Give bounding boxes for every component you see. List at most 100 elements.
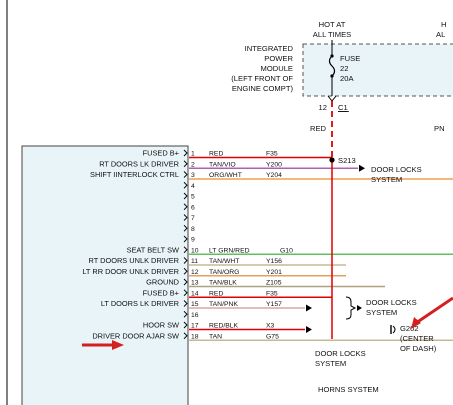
pin-7-number: 7 <box>191 215 195 222</box>
pin-11-chevron <box>183 257 188 264</box>
pin-12-circuit: Y201 <box>266 269 282 276</box>
pin-14-chevron <box>183 289 188 297</box>
pin-10-wire-color: LT GRN/RED <box>209 247 250 254</box>
module-label-line5: ENGINE COMPT) <box>232 84 294 93</box>
pin-1-label: FUSED B+ <box>143 149 179 158</box>
pin-1-number: 1 <box>191 151 195 158</box>
door-locks-2-line1: DOOR LOCKS <box>366 298 417 307</box>
horns-system-label: HORNS SYSTEM <box>318 385 379 394</box>
door-locks-2-arrow <box>357 305 362 311</box>
door-locks-system-2: DOOR LOCKS SYSTEM <box>366 298 417 317</box>
highlight-arrow-left-head <box>112 340 124 350</box>
door-locks-2-line2: SYSTEM <box>366 308 397 317</box>
pin-15-chevron <box>183 300 188 307</box>
pin-18-label: DRIVER DOOR AJAR SW <box>92 331 179 340</box>
splice-label: S213 <box>338 156 356 165</box>
pin-13-number: 13 <box>191 280 199 287</box>
integrated-power-module-box <box>302 43 453 97</box>
module-label-line2: POWER <box>264 54 293 63</box>
pin-15-wire-color: TAN/PNK <box>209 301 238 308</box>
pin-2-label: RT DOORS LK DRIVER <box>99 159 179 168</box>
pin-18-number: 18 <box>191 333 199 340</box>
hot-at-right-line1: H <box>441 20 446 29</box>
pin-7-chevron <box>183 214 188 221</box>
pin-3-number: 3 <box>191 172 195 179</box>
door-locks-2-brace <box>345 296 357 320</box>
feed-wire-color-label: RED <box>310 124 327 133</box>
pin-9-number: 9 <box>191 237 195 244</box>
ground-label-line1: G202 <box>400 324 419 333</box>
pin-3-chevron <box>183 171 188 178</box>
door-locks-3-line1: DOOR LOCKS <box>315 349 366 358</box>
pin-8-number: 8 <box>191 226 195 233</box>
pin-13-wire-color: TAN/BLK <box>209 280 237 287</box>
pin-8-chevron <box>183 224 188 232</box>
door-locks-system-1: DOOR LOCKS SYSTEM <box>371 165 422 184</box>
pin-6-number: 6 <box>191 204 195 211</box>
pin-6-chevron <box>183 203 188 211</box>
pin-2-circuit: Y200 <box>266 161 282 168</box>
pin-rows: 1 FUSED B+ RED F35 2 RT DOORS LK DRIVER TAN/VI… <box>82 149 453 342</box>
pin-17-arrow <box>306 326 312 333</box>
pin-11-number: 11 <box>191 258 198 265</box>
pin-4-number: 4 <box>191 183 195 190</box>
hot-at-right-line2: AL <box>436 30 445 39</box>
door-locks-3-line2: SYSTEM <box>315 359 346 368</box>
pin-5-chevron <box>183 192 188 200</box>
pin-15-number: 15 <box>191 301 199 308</box>
pin-1-wire-color: RED <box>209 151 223 158</box>
pin-1-circuit: F35 <box>266 151 278 158</box>
fuse-terminal-top <box>330 54 334 58</box>
pin-11-circuit: Y156 <box>266 258 282 265</box>
pin-17-circuit: X3 <box>266 323 275 330</box>
module-label-line3: MODULE <box>261 64 294 73</box>
pin-3-label: SHIFT IINTERLOCK CTRL <box>90 170 179 179</box>
pin-14-wire-color: RED <box>209 290 223 297</box>
highlight-arrow-right-shaft <box>415 296 453 325</box>
pin-2-number: 2 <box>191 161 195 168</box>
pin-17-number: 17 <box>191 323 199 330</box>
splice-s213-dot <box>329 157 335 163</box>
pin-18-wire-color: TAN <box>209 333 222 340</box>
pin-3-circuit: Y204 <box>266 172 282 179</box>
fuse-label-rating: 20A <box>340 74 354 83</box>
pin-12-chevron <box>183 267 188 275</box>
pin-10-circuit: G10 <box>280 247 293 254</box>
pin-15-circuit: Y157 <box>266 301 282 308</box>
door-locks-1-line2: SYSTEM <box>371 175 402 184</box>
door-locks-1-line1: DOOR LOCKS <box>371 165 422 174</box>
connector-name: C1 <box>338 103 348 112</box>
module-label-line4: (LEFT FRONT OF <box>231 74 293 83</box>
pin-17-label: HOOR SW <box>143 321 179 330</box>
pin-15-arrow <box>306 304 312 312</box>
pin-18-circuit: G75 <box>266 333 279 340</box>
pin-15-label: LT DOORS LK DRIVER <box>101 299 179 308</box>
pin-11-wire-color: TAN/WHT <box>209 258 239 265</box>
pin-13-chevron <box>183 278 188 286</box>
pin-1-chevron <box>183 149 188 157</box>
pin-5-number: 5 <box>191 194 195 201</box>
pin-4-chevron <box>183 181 188 189</box>
pin-18-chevron <box>183 332 188 340</box>
highlight-arrow-fused-b <box>82 340 124 350</box>
ground-label-line3: OF DASH) <box>400 344 437 353</box>
pin-10-label: SEAT BELT SW <box>127 245 179 254</box>
pin-3-wire-color: ORG/WHT <box>209 172 242 179</box>
pin-16-number: 16 <box>191 312 199 319</box>
pin-10-number: 10 <box>191 247 199 254</box>
pin-10-chevron <box>183 246 188 254</box>
pin-16-chevron <box>183 310 188 318</box>
highlight-arrow-ground <box>411 296 453 329</box>
ground-symbol-curve <box>392 325 396 334</box>
feed-wire-color-label-right: PN <box>434 124 445 133</box>
pin-13-label: GROUND <box>146 278 179 287</box>
ground-label-line2: (CENTER <box>400 334 434 343</box>
pin-14-circuit: F35 <box>266 290 278 297</box>
fuse-symbol <box>328 55 336 77</box>
pin-2-chevron <box>183 160 188 168</box>
pin-2-arrow <box>359 164 365 172</box>
pin-14-number: 14 <box>191 290 199 297</box>
fuse-label-name: FUSE <box>340 54 360 63</box>
pin-2-wire-color: TAN/VIO <box>209 161 236 168</box>
fuse-label-number: 22 <box>340 64 348 73</box>
